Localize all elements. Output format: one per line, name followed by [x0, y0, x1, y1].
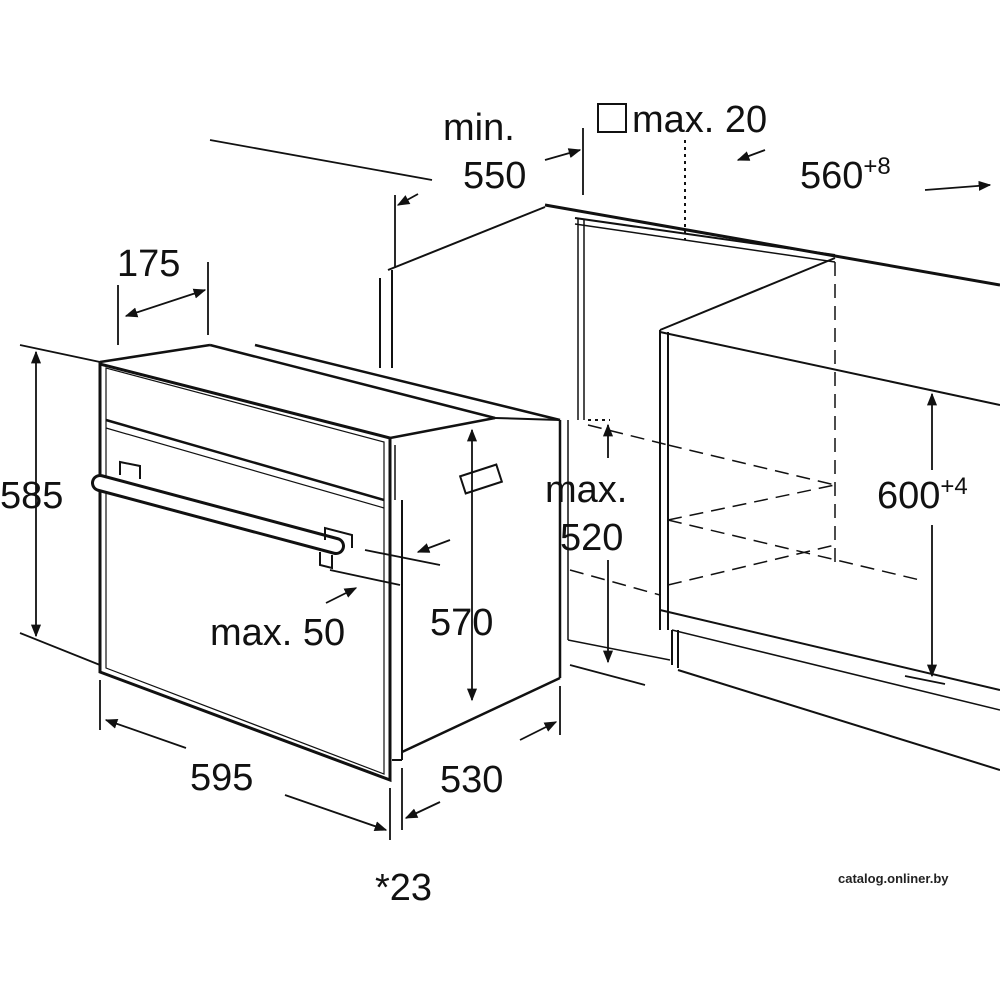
- cabinet-niche: [379, 140, 1000, 771]
- label-175: 175: [117, 243, 180, 285]
- label-max20: max. 20: [632, 99, 767, 141]
- label-585: 585: [0, 475, 63, 517]
- dimension-lines: [19, 128, 992, 840]
- label-max-a: max.: [545, 469, 627, 511]
- label-595: 595: [190, 757, 253, 799]
- label-600-value: 600: [877, 475, 940, 517]
- label-570: 570: [430, 602, 493, 644]
- label-560: 560+8: [800, 153, 891, 197]
- label-min: min.: [443, 107, 515, 149]
- label-600-tolerance: +4: [940, 473, 967, 500]
- label-max50: max. 50: [210, 612, 345, 654]
- dimension-labels: min. 550 max. 20 560+8 175 585 max. 520 …: [0, 99, 968, 909]
- label-550: 550: [463, 155, 526, 197]
- oven-body: [98, 343, 562, 783]
- watermark: catalog.onliner.by: [838, 871, 949, 886]
- label-560-tolerance: +8: [863, 153, 890, 180]
- label-560-value: 560: [800, 155, 863, 197]
- label-23: *23: [375, 867, 432, 909]
- label-530: 530: [440, 759, 503, 801]
- oven-handle: [91, 460, 353, 570]
- label-600: 600+4: [877, 473, 968, 517]
- square-symbol: [597, 103, 627, 133]
- label-520: 520: [560, 517, 623, 559]
